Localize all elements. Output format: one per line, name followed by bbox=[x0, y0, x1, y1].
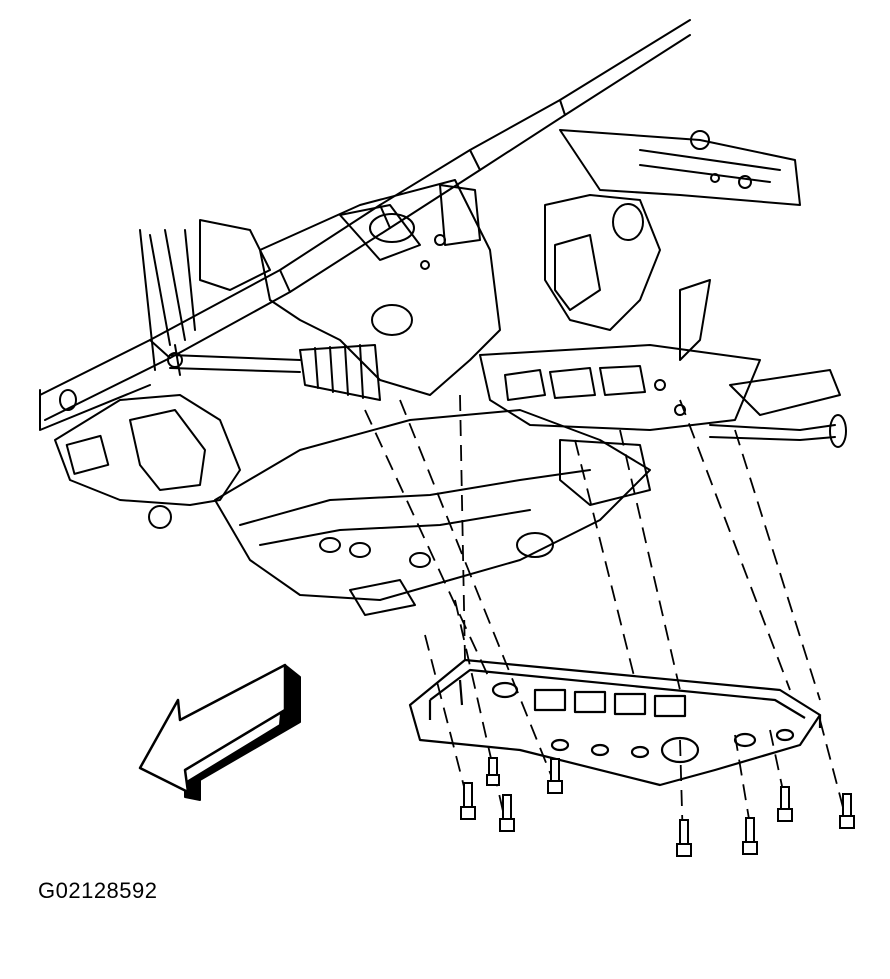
upper-case-bolt-hole bbox=[675, 405, 685, 415]
alignment-line bbox=[575, 440, 635, 680]
frame-hole bbox=[711, 174, 719, 182]
crossmember-hole bbox=[421, 261, 429, 269]
upper-case-lower bbox=[560, 440, 650, 505]
crossmember-detail bbox=[340, 185, 480, 260]
bolt-icon bbox=[487, 758, 499, 785]
alignment-line bbox=[400, 400, 555, 785]
alignment-line bbox=[620, 430, 680, 690]
alignment-line bbox=[455, 600, 505, 820]
alignment-line bbox=[425, 635, 470, 810]
alignment-line bbox=[820, 720, 845, 815]
underbody-hole bbox=[410, 553, 430, 567]
arrow-shadow bbox=[185, 665, 300, 800]
frame-rail-right bbox=[560, 130, 800, 205]
shield-hole bbox=[552, 740, 568, 750]
crossmember-mount bbox=[370, 214, 414, 242]
shield-hole bbox=[777, 730, 793, 740]
frame-hole bbox=[739, 176, 751, 188]
shield-hole bbox=[632, 747, 648, 757]
figure-id-label: G02128592 bbox=[38, 878, 158, 903]
frame-rail-upper bbox=[40, 20, 690, 420]
crossmember-mount bbox=[372, 305, 412, 335]
bolt-icon bbox=[548, 759, 562, 793]
alignment-lines bbox=[365, 395, 845, 845]
engine-mount-right bbox=[545, 195, 660, 330]
bolt-icon bbox=[840, 794, 854, 828]
underbody-hole bbox=[320, 538, 340, 552]
control-arm-slot bbox=[130, 410, 205, 490]
underbody-tab bbox=[350, 580, 415, 615]
frame-hole bbox=[60, 390, 76, 410]
fender-structure bbox=[140, 220, 270, 370]
underbody-hole bbox=[517, 533, 553, 557]
shield-hole bbox=[735, 734, 755, 746]
underbody-member bbox=[215, 410, 650, 600]
arrow-face bbox=[140, 665, 285, 792]
crossmember bbox=[260, 180, 500, 395]
alignment-line bbox=[735, 735, 750, 825]
alignment-line bbox=[680, 400, 790, 690]
bolt-icon bbox=[461, 783, 475, 819]
alignment-line bbox=[460, 395, 465, 660]
mount-bushing bbox=[613, 204, 643, 240]
frame-hole bbox=[691, 131, 709, 149]
bolt-icon bbox=[677, 820, 691, 856]
steering-rack-boot bbox=[168, 345, 380, 400]
alignment-line bbox=[735, 430, 820, 700]
shield-hole bbox=[592, 745, 608, 755]
control-arm-left bbox=[55, 395, 240, 505]
ball-joint bbox=[149, 506, 171, 528]
shield-hole bbox=[493, 683, 517, 697]
tie-rod-end bbox=[830, 415, 846, 447]
upper-case-bolt-hole bbox=[655, 380, 665, 390]
shield-outline bbox=[410, 660, 820, 785]
mount-bracket bbox=[555, 235, 710, 360]
upper-case-ribs bbox=[505, 366, 645, 400]
right-lower-arm bbox=[730, 370, 840, 415]
shield-inner-edge bbox=[430, 670, 805, 718]
bolt-icon bbox=[743, 818, 757, 854]
fender-rail-lower bbox=[40, 385, 150, 430]
underbody-flange bbox=[240, 470, 590, 545]
shield-drain bbox=[662, 738, 698, 762]
bolts bbox=[461, 758, 854, 856]
frame-assembly bbox=[40, 20, 846, 615]
alignment-line bbox=[365, 410, 490, 680]
shield-plate bbox=[410, 660, 820, 785]
bolt-icon bbox=[778, 787, 792, 821]
arrow-front-icon bbox=[140, 665, 300, 800]
frame-rail-bands bbox=[150, 100, 565, 358]
underbody-hole bbox=[350, 543, 370, 557]
tie-rod-right bbox=[710, 425, 835, 440]
upper-case bbox=[480, 345, 760, 430]
bolt-icon bbox=[500, 795, 514, 831]
control-arm-pad bbox=[67, 436, 109, 474]
shield-slot-row bbox=[535, 690, 685, 716]
crossmember-hole bbox=[435, 235, 445, 245]
